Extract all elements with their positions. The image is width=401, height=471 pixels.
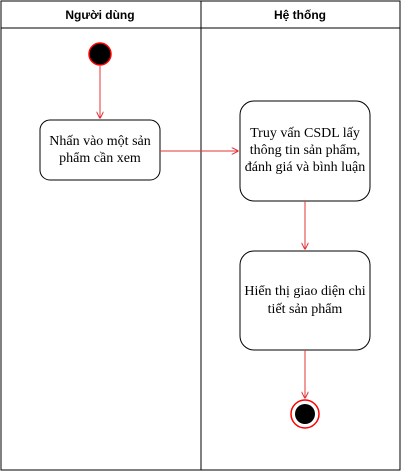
node-show-detail — [239, 250, 371, 351]
node-query-db-line-2: thông tin sản phẩm, — [250, 143, 360, 158]
node-click-product — [39, 119, 161, 181]
node-click-product-line-2: phẩm cần xem — [59, 151, 141, 166]
lane-title-user: Người dùng — [65, 8, 134, 22]
node-query-db-line-1: Truy vấn CSDL lấy — [250, 126, 360, 141]
node-show-detail-line-1: Hiển thị giao diện chi — [244, 284, 365, 299]
node-query-db-line-3: đánh giá và bình luận — [245, 160, 366, 175]
start-node — [88, 42, 112, 66]
lane-title-system: Hệ thống — [274, 8, 326, 22]
end-node-inner — [295, 404, 315, 424]
node-click-product-line-1: Nhấn vào một sản — [49, 134, 150, 149]
node-show-detail-line-2: tiết sản phẩm — [268, 302, 343, 317]
